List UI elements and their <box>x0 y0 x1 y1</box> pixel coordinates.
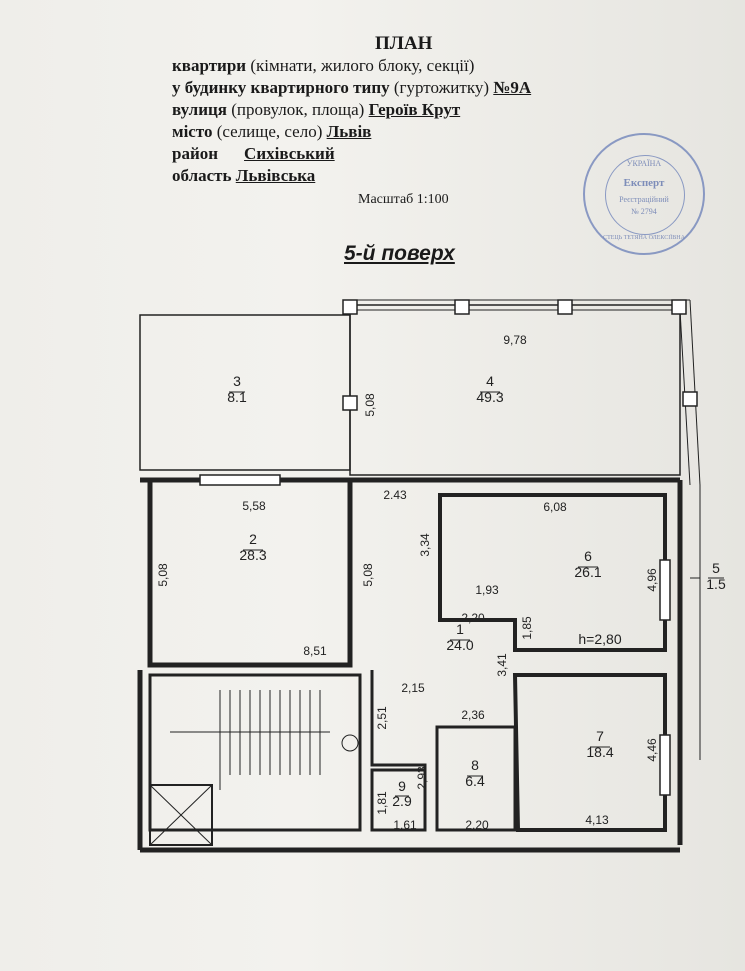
room-4-number: 4 <box>486 373 494 389</box>
header-line-street: вулиця (провулок, площа) Героїв Крут <box>172 100 461 119</box>
room-5-area: 1.5 <box>706 576 726 592</box>
room-6-number: 6 <box>584 548 592 564</box>
room-7-area: 18.4 <box>586 744 613 760</box>
room-9-area: 2.9 <box>392 793 412 809</box>
dim: 8,51 <box>303 644 327 658</box>
dim: 3,34 <box>418 533 432 557</box>
scale-label: Масштаб 1:100 <box>358 192 449 207</box>
header-line-city: місто (селище, село) Львів <box>172 122 372 141</box>
dim: 5,08 <box>363 393 377 417</box>
dim: 4,96 <box>645 568 659 592</box>
room-3-number: 3 <box>233 373 241 389</box>
dim: 2,36 <box>461 708 485 722</box>
ceiling-height: h=2,80 <box>578 631 621 647</box>
room-5-number: 5 <box>712 560 720 576</box>
dim: 1,61 <box>393 818 417 832</box>
room-8-number: 8 <box>471 757 479 773</box>
room-2-number: 2 <box>249 531 257 547</box>
room-4-area: 49.3 <box>476 389 503 405</box>
dim: 5,08 <box>156 563 170 587</box>
room-2-area: 28.3 <box>239 547 266 563</box>
dim: 4,46 <box>645 738 659 762</box>
room-7-number: 7 <box>596 728 604 744</box>
plan-title: ПЛАН <box>375 33 433 54</box>
room-1-number: 1 <box>456 621 464 637</box>
dim: 2,93 <box>415 766 429 790</box>
dim: 5,08 <box>361 563 375 587</box>
room-6-area: 26.1 <box>574 564 601 580</box>
floor-label: 5-й поверх <box>344 242 455 265</box>
room-4-outline <box>349 304 681 476</box>
header-line-apartment: квартири (кімнати, жилого блоку, секції) <box>172 56 475 75</box>
dim: 3,41 <box>495 653 509 677</box>
room-8-area: 6.4 <box>465 773 485 789</box>
dim: 5,58 <box>242 499 266 513</box>
dim: 6,08 <box>543 500 567 514</box>
dim: 1,93 <box>475 583 499 597</box>
elevator-shaft <box>149 784 213 846</box>
room-9-number: 9 <box>398 778 406 794</box>
dim: 1,85 <box>520 616 534 640</box>
expert-stamp: УКРАЇНА Експерт Реєстраційний № 2794 СТЕ… <box>583 133 705 255</box>
room-3-area: 8.1 <box>227 389 247 405</box>
dim: 2,15 <box>401 681 425 695</box>
dim: 9,78 <box>503 333 527 347</box>
dim: 2,51 <box>375 706 389 730</box>
dim: 2.43 <box>383 488 407 502</box>
header-line-region: область Львівська <box>172 166 316 185</box>
dim: 2,20 <box>461 611 485 625</box>
room-1-area: 24.0 <box>446 637 473 653</box>
header-line-building: у будинку квартирного типу (гуртожитку) … <box>172 78 532 97</box>
dim: 1,81 <box>375 791 389 815</box>
dimensions: 9,78 5,08 5,58 5,08 8,51 2.43 3,34 5,08 … <box>156 333 659 832</box>
dim: 2,20 <box>465 818 489 832</box>
dim: 4,13 <box>585 813 609 827</box>
